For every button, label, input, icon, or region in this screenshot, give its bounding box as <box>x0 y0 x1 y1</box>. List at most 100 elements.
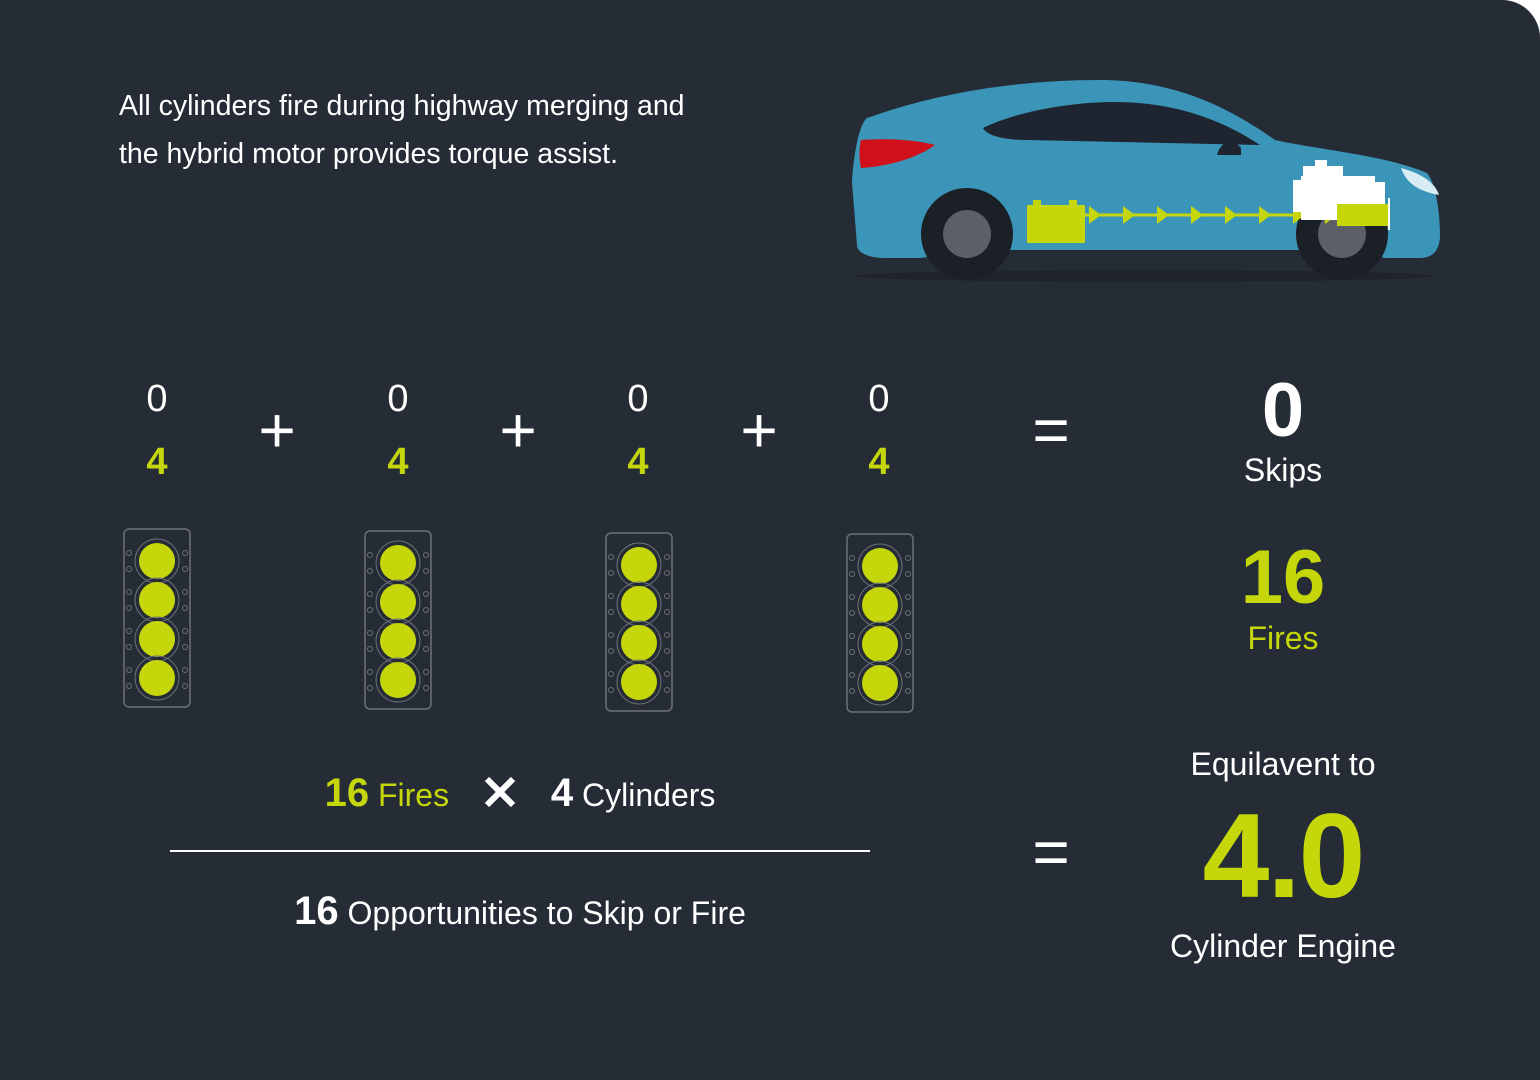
bolt-mark <box>849 672 855 678</box>
bolt-mark <box>905 633 911 639</box>
cylinder-fired <box>139 621 175 657</box>
group-2-skips: 0 <box>387 378 409 420</box>
bolt-mark <box>608 648 614 654</box>
cylinder-fired <box>862 665 898 701</box>
bolt-mark <box>664 609 670 615</box>
cylinder-fired <box>380 623 416 659</box>
cylinder-fired <box>621 625 657 661</box>
bolt-mark <box>182 550 188 556</box>
bolt-mark <box>849 649 855 655</box>
bolt-mark <box>905 555 911 561</box>
bolt-mark <box>849 594 855 600</box>
plus-operator: + <box>499 394 537 466</box>
bolt-mark <box>664 570 670 576</box>
group-1-skips: 0 <box>146 378 168 420</box>
formula-numerator: 16 Fires 4 Cylinders <box>170 766 870 822</box>
bolt-mark <box>182 667 188 673</box>
bolt-mark <box>608 554 614 560</box>
plus-operator: + <box>258 394 296 466</box>
cylinder-fired <box>380 662 416 698</box>
bolt-mark <box>608 609 614 615</box>
cylinder-fired <box>621 547 657 583</box>
cylinder-fired <box>862 548 898 584</box>
bolt-mark <box>423 607 429 613</box>
group-3-fires: 4 <box>627 441 649 483</box>
bolt-mark <box>182 644 188 650</box>
cylinder-ring <box>857 660 903 706</box>
bolt-mark <box>126 566 132 572</box>
bolt-mark <box>126 644 132 650</box>
cylinder-fired <box>621 664 657 700</box>
head-light-icon <box>1401 168 1439 195</box>
engine-block-2 <box>364 530 432 710</box>
group-4-skips: 0 <box>868 378 890 420</box>
total-skips-label: Skips <box>1243 452 1323 488</box>
bolt-mark <box>905 649 911 655</box>
result-label: Equilavent to <box>1190 746 1376 782</box>
engine-block-3 <box>605 532 673 712</box>
bolt-mark <box>423 591 429 597</box>
bolt-mark <box>423 552 429 558</box>
bolt-mark <box>423 568 429 574</box>
bolt-mark <box>905 688 911 694</box>
formula-opportunities-label: Opportunities to Skip or Fire <box>347 895 746 931</box>
engine-block-1 <box>123 528 191 708</box>
cylinder-fired <box>139 543 175 579</box>
bolt-mark <box>905 571 911 577</box>
car-icon <box>852 80 1440 282</box>
group-2-fires: 4 <box>387 441 409 483</box>
bolt-mark <box>608 687 614 693</box>
arrow-icon <box>1259 206 1271 224</box>
bolt-mark <box>849 610 855 616</box>
bolt-mark <box>367 685 373 691</box>
bolt-mark <box>849 555 855 561</box>
arrow-icon <box>1123 206 1135 224</box>
door-handle <box>1217 141 1241 155</box>
bolt-mark <box>664 671 670 677</box>
bolt-mark <box>849 688 855 694</box>
bolt-mark <box>608 632 614 638</box>
group-1-fires: 4 <box>146 441 168 483</box>
bolt-mark <box>367 646 373 652</box>
arrow-icon <box>1089 206 1101 224</box>
cylinder-fired <box>380 545 416 581</box>
total-fires-value: 16 <box>1240 535 1326 620</box>
intro-text: All cylinders fire during highway mergin… <box>119 82 819 178</box>
cylinder-ring <box>616 659 662 705</box>
bolt-mark <box>126 550 132 556</box>
car-window <box>983 102 1260 145</box>
car-shadow <box>855 270 1435 282</box>
bolt-mark <box>182 628 188 634</box>
formula-opportunities-value: 16 <box>294 889 339 933</box>
formula-fires-value: 16 <box>324 771 370 815</box>
engine-block-outline <box>605 532 673 712</box>
result-value: 4.0 <box>1202 789 1366 923</box>
equals-operator: = <box>1032 394 1070 466</box>
engine-block-outline <box>846 533 914 713</box>
engine-block-outline <box>364 530 432 710</box>
battery-icon <box>1027 200 1085 243</box>
bolt-mark <box>664 648 670 654</box>
bolt-mark <box>182 566 188 572</box>
bolt-mark <box>905 610 911 616</box>
cylinder-fired <box>139 660 175 696</box>
bolt-mark <box>423 685 429 691</box>
formula-cylinders-label: Cylinders <box>582 777 716 813</box>
cylinder-ring <box>375 657 421 703</box>
total-skips-value: 0 <box>1261 368 1305 453</box>
bolt-mark <box>664 632 670 638</box>
bolt-mark <box>423 669 429 675</box>
total-fires-label: Fires <box>1247 620 1319 656</box>
fraction-divider <box>170 850 870 852</box>
bolt-mark <box>664 554 670 560</box>
group-3-skips: 0 <box>627 378 649 420</box>
bolt-mark <box>849 633 855 639</box>
bolt-mark <box>849 571 855 577</box>
engine-block-outline <box>123 528 191 708</box>
bolt-mark <box>367 591 373 597</box>
bolt-mark <box>182 605 188 611</box>
bolt-mark <box>126 667 132 673</box>
engine-block-4 <box>846 533 914 713</box>
bolt-mark <box>126 628 132 634</box>
